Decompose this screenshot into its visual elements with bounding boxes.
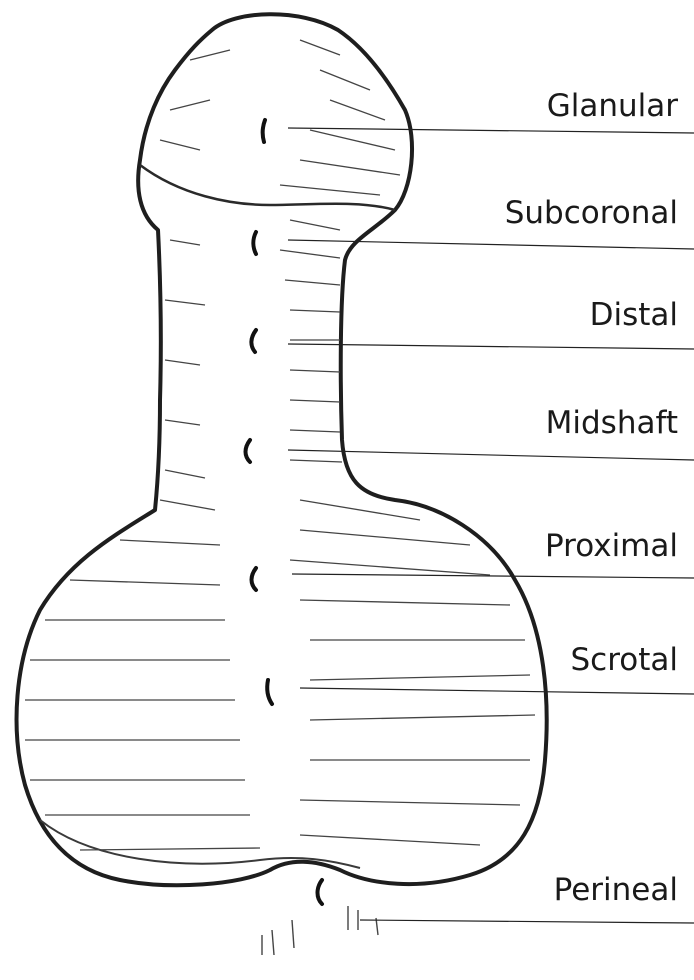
perineal-hair-marks	[262, 906, 378, 955]
label-subcoronal: Subcoronal	[505, 195, 678, 231]
label-distal: Distal	[590, 297, 678, 333]
label-midshaft: Midshaft	[546, 405, 678, 441]
label-glanular: Glanular	[547, 88, 678, 124]
label-perineal: Perineal	[554, 872, 678, 908]
label-proximal: Proximal	[545, 528, 678, 564]
body-outline	[17, 14, 547, 885]
label-scrotal: Scrotal	[570, 642, 678, 678]
